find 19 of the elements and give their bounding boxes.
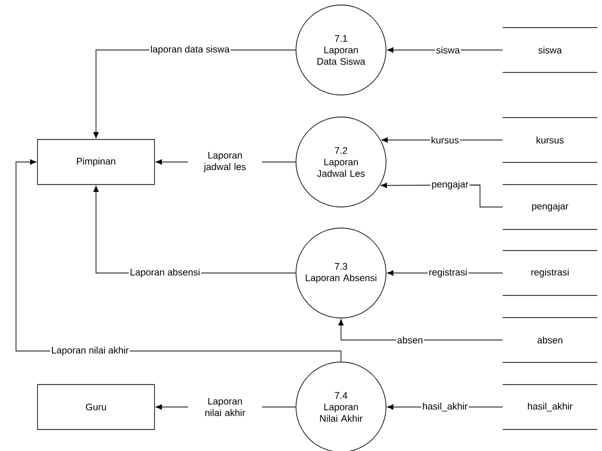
edge-label: laporan data siswa <box>149 44 231 56</box>
edge-label: Laporan jadwal les <box>188 151 262 173</box>
data-store: absen <box>502 317 598 363</box>
data-store: registrasi <box>502 250 598 296</box>
data-store: siswa <box>502 27 598 73</box>
edge-label: Laporan nilai akhir <box>188 396 262 418</box>
edge-label: registrasi <box>428 268 468 278</box>
entity-box: Guru <box>37 384 155 430</box>
entity-box: Pimpinan <box>37 139 155 185</box>
data-store: kursus <box>502 117 598 163</box>
edge-label: Laporan nilai akhir <box>50 346 130 356</box>
edge-label: absen <box>396 336 424 344</box>
edge-label: pengajar <box>430 180 470 190</box>
edge-label: kursus <box>430 136 460 144</box>
edge-label: siswa <box>435 46 461 54</box>
edge-label: hasil_akhir <box>421 402 469 412</box>
edge-label: Laporan absensi <box>128 268 202 278</box>
data-store: pengajar <box>502 184 598 230</box>
data-store: hasil_akhir <box>502 384 598 430</box>
